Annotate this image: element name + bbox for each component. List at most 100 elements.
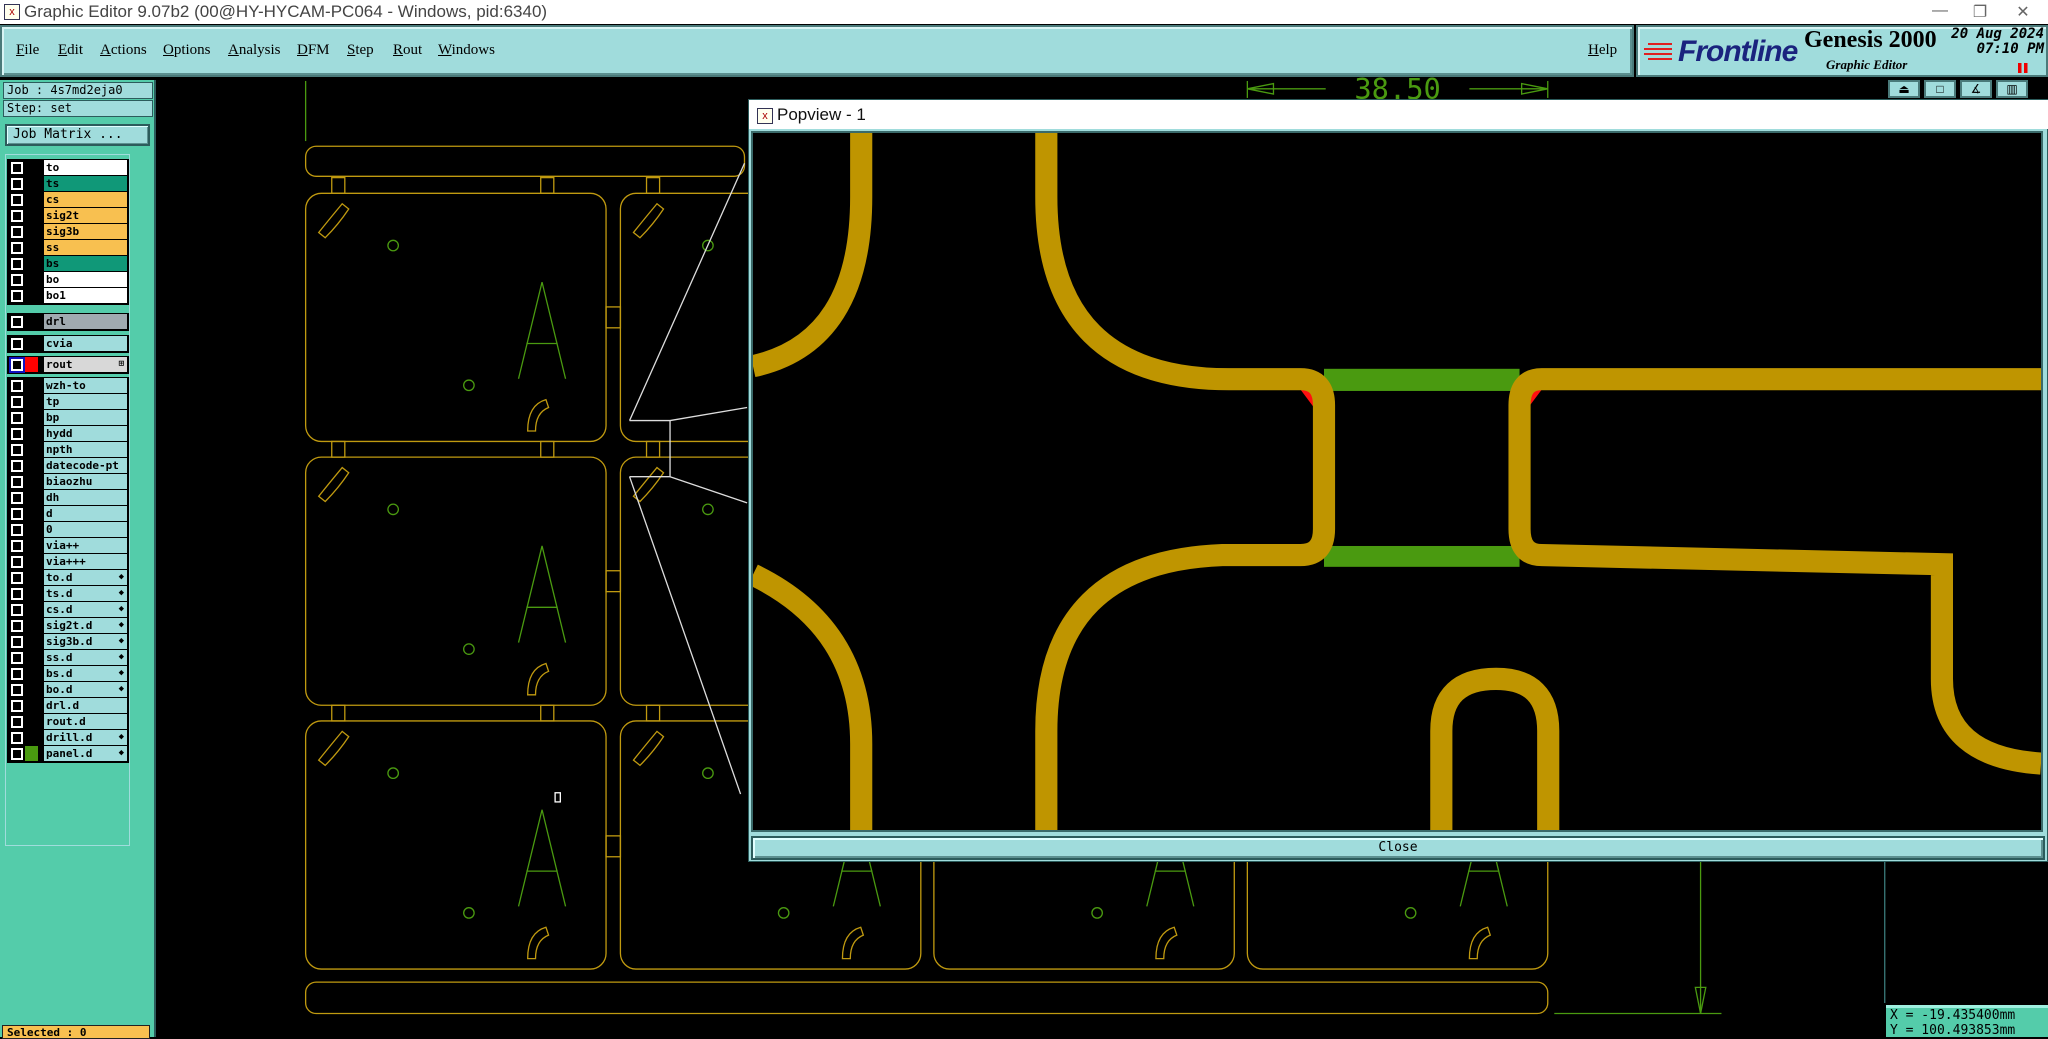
layer-checkbox[interactable] xyxy=(11,242,23,254)
home-view-icon[interactable]: ⏏ xyxy=(1888,80,1920,98)
layer-name[interactable]: sig3b.d◆ xyxy=(44,634,127,649)
split-view-icon[interactable]: ▥ xyxy=(1996,80,2028,98)
layer-name[interactable]: cs xyxy=(44,192,127,207)
layer-name[interactable]: d xyxy=(44,506,127,521)
layer-row-via+++[interactable]: via+++ xyxy=(8,554,128,570)
layer-checkbox[interactable] xyxy=(11,572,23,584)
layer-name[interactable]: bo xyxy=(44,272,127,287)
layer-checkbox[interactable] xyxy=(11,716,23,728)
layer-row-cvia[interactable]: cvia xyxy=(8,336,128,352)
layer-row-cs.d[interactable]: cs.d◆ xyxy=(8,602,128,618)
layer-checkbox[interactable] xyxy=(11,428,23,440)
layer-name[interactable]: cvia xyxy=(44,336,127,351)
restore-button[interactable]: ❐ xyxy=(1972,4,1988,21)
layer-row-bo1[interactable]: bo1 xyxy=(8,288,128,304)
layer-row-sig2t.d[interactable]: sig2t.d◆ xyxy=(8,618,128,634)
layer-row-ss.d[interactable]: ss.d◆ xyxy=(8,650,128,666)
layer-checkbox[interactable] xyxy=(11,732,23,744)
layer-row-datecode-pt[interactable]: datecode-pt xyxy=(8,458,128,474)
layer-row-bs.d[interactable]: bs.d◆ xyxy=(8,666,128,682)
layer-row-0[interactable]: 0 xyxy=(8,522,128,538)
layer-name[interactable]: ts.d◆ xyxy=(44,586,127,601)
layer-checkbox[interactable] xyxy=(11,492,23,504)
layer-checkbox[interactable] xyxy=(11,396,23,408)
layer-row-ts.d[interactable]: ts.d◆ xyxy=(8,586,128,602)
layer-row-ss[interactable]: ss xyxy=(8,240,128,256)
popview-titlebar[interactable]: x Popview - 1 xyxy=(749,100,2048,129)
layer-checkbox[interactable] xyxy=(11,604,23,616)
popview-canvas[interactable] xyxy=(748,131,2043,832)
layer-checkbox[interactable] xyxy=(11,748,23,760)
layer-name[interactable]: ss.d◆ xyxy=(44,650,127,665)
layer-name[interactable]: sig2t xyxy=(44,208,127,223)
measure-icon[interactable]: ∡ xyxy=(1960,80,1992,98)
layer-name[interactable]: via++ xyxy=(44,538,127,553)
popview-close-button[interactable]: Close xyxy=(751,836,2045,860)
menu-step[interactable]: Step xyxy=(347,42,374,58)
layer-checkbox[interactable] xyxy=(11,274,23,286)
layer-row-cs[interactable]: cs xyxy=(8,192,128,208)
layer-row-drill.d[interactable]: drill.d◆ xyxy=(8,730,128,746)
layer-row-sig3b.d[interactable]: sig3b.d◆ xyxy=(8,634,128,650)
menu-actions[interactable]: Actions xyxy=(100,42,147,58)
menu-dfm[interactable]: DFM xyxy=(297,42,330,58)
menu-file[interactable]: File xyxy=(16,42,40,58)
layer-name[interactable]: bo.d◆ xyxy=(44,682,127,697)
layer-checkbox[interactable] xyxy=(11,540,23,552)
layer-name[interactable]: bp xyxy=(44,410,127,425)
layer-name[interactable]: hydd xyxy=(44,426,127,441)
layer-name[interactable]: drill.d◆ xyxy=(44,730,127,745)
layer-checkbox[interactable] xyxy=(11,620,23,632)
minimize-button[interactable]: — xyxy=(1932,2,1948,19)
layer-name[interactable]: biaozhu xyxy=(44,474,127,489)
layer-row-sig3b[interactable]: sig3b xyxy=(8,224,128,240)
job-matrix-button[interactable]: Job Matrix ... xyxy=(5,124,150,146)
layer-checkbox[interactable] xyxy=(11,412,23,424)
layer-checkbox[interactable] xyxy=(11,508,23,520)
layer-row-bo.d[interactable]: bo.d◆ xyxy=(8,682,128,698)
layer-checkbox[interactable] xyxy=(11,178,23,190)
layer-checkbox[interactable] xyxy=(11,258,23,270)
layer-name[interactable]: sig2t.d◆ xyxy=(44,618,127,633)
layer-checkbox[interactable] xyxy=(11,524,23,536)
layer-checkbox[interactable] xyxy=(11,668,23,680)
layer-name[interactable]: npth xyxy=(44,442,127,457)
layer-row-via++[interactable]: via++ xyxy=(8,538,128,554)
layer-name[interactable]: sig3b xyxy=(44,224,127,239)
layer-row-panel.d[interactable]: panel.d◆ xyxy=(8,746,128,762)
layer-row-wzh-to[interactable]: wzh-to xyxy=(8,378,128,394)
layer-row-bp[interactable]: bp xyxy=(8,410,128,426)
menu-analysis[interactable]: Analysis xyxy=(228,42,281,58)
layer-name[interactable]: drl.d xyxy=(44,698,127,713)
layer-checkbox[interactable] xyxy=(11,444,23,456)
layer-row-hydd[interactable]: hydd xyxy=(8,426,128,442)
layer-name[interactable]: bs.d◆ xyxy=(44,666,127,681)
layer-checkbox[interactable] xyxy=(11,210,23,222)
menu-options[interactable]: Options xyxy=(163,42,211,58)
layer-row-drl[interactable]: drl xyxy=(8,314,128,330)
layer-name[interactable]: to.d◆ xyxy=(44,570,127,585)
layer-name[interactable]: 0 xyxy=(44,522,127,537)
layer-checkbox[interactable] xyxy=(9,357,25,373)
layer-name[interactable]: bo1 xyxy=(44,288,127,303)
layer-row-d[interactable]: d xyxy=(8,506,128,522)
layer-checkbox[interactable] xyxy=(11,636,23,648)
layer-row-to.d[interactable]: to.d◆ xyxy=(8,570,128,586)
layer-checkbox[interactable] xyxy=(11,588,23,600)
layer-row-bo[interactable]: bo xyxy=(8,272,128,288)
layer-row-npth[interactable]: npth xyxy=(8,442,128,458)
layer-row-ts[interactable]: ts xyxy=(8,176,128,192)
layer-row-rout[interactable]: rout⊞ xyxy=(8,357,128,373)
layer-row-tp[interactable]: tp xyxy=(8,394,128,410)
layer-name[interactable]: dh xyxy=(44,490,127,505)
layer-checkbox[interactable] xyxy=(11,162,23,174)
layer-checkbox[interactable] xyxy=(11,380,23,392)
layer-row-dh[interactable]: dh xyxy=(8,490,128,506)
menu-help[interactable]: Help xyxy=(1588,42,1618,58)
layer-name[interactable]: rout.d xyxy=(44,714,127,729)
layer-name[interactable]: datecode-pt xyxy=(44,458,127,473)
menu-rout[interactable]: Rout xyxy=(393,42,423,58)
layer-checkbox[interactable] xyxy=(11,460,23,472)
layer-checkbox[interactable] xyxy=(11,652,23,664)
